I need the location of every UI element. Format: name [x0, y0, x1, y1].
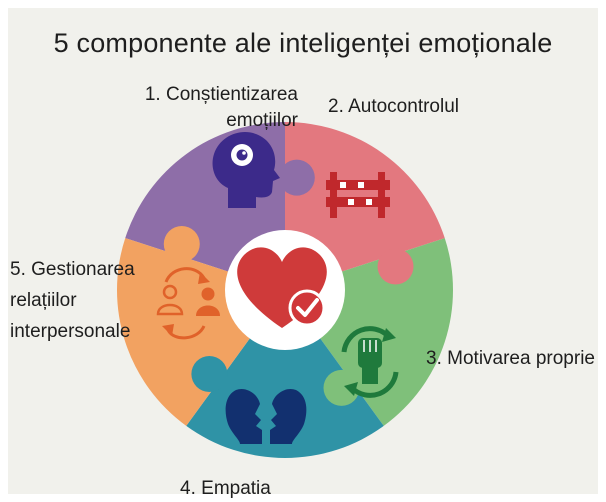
people-exchange-icon [156, 267, 220, 340]
label-empathy: 4. Empatia [180, 478, 271, 499]
puzzle-tab-awareness [278, 159, 315, 196]
head-eye-icon [212, 132, 280, 208]
diagram-title: 5 componente ale inteligenței emoționale [53, 28, 553, 58]
puzzle-tab-self-motivation [323, 369, 360, 406]
two-faces-icon [225, 388, 307, 444]
label-awareness: 1. Conștientizarea emoțiilor [144, 84, 298, 131]
label-self-control: 2. Autocontrolul [328, 96, 459, 117]
barrier-icon [326, 172, 390, 218]
puzzle-tab-empathy [191, 355, 228, 392]
puzzle-tab-relationship [163, 226, 200, 263]
label-relationship-management: 5. Gestionarea relațiilor interpersonale [10, 259, 135, 342]
fist-recycle-icon [341, 326, 399, 398]
puzzle-tab-self-control [377, 248, 414, 285]
heart-check-icon [237, 247, 327, 328]
label-self-motivation: 3. Motivarea proprie [426, 348, 595, 369]
